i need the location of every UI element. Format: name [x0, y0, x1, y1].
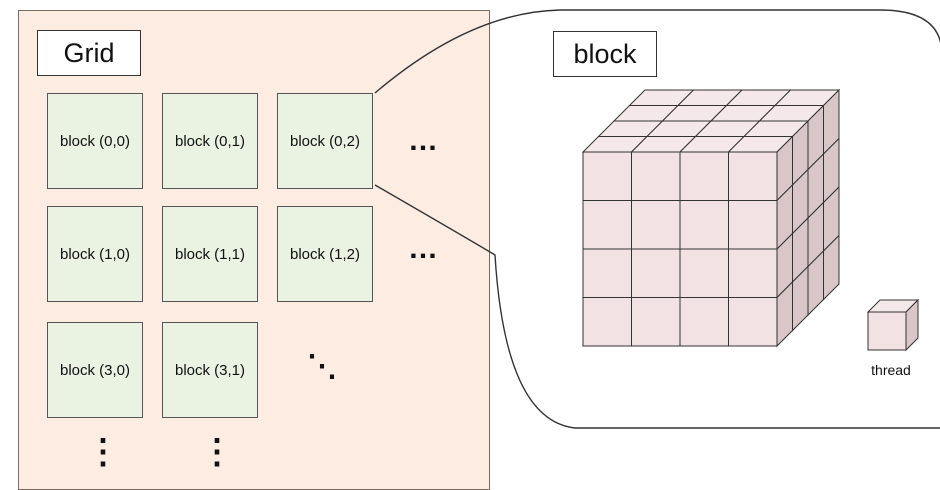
zoom-panel-outline [374, 9, 940, 429]
cube-front-cell [728, 200, 778, 250]
cube-front-cell [631, 297, 681, 347]
block-0-0: block (0,0) [47, 93, 143, 189]
cube-front-cell [679, 200, 729, 250]
thread-cube [581, 88, 841, 348]
col0-vertical-ellipsis: ⋮ [86, 433, 120, 471]
cube-front-cell [582, 151, 632, 201]
block-1-1: block (1,1) [162, 206, 258, 302]
grid-title: Grid [37, 30, 141, 76]
block-3-0: block (3,0) [47, 322, 143, 418]
block-1-2: block (1,2) [277, 206, 373, 302]
thread-label: thread [871, 362, 911, 378]
cube-front-cell [631, 248, 681, 298]
cube-front-cell [582, 200, 632, 250]
block-title: block [553, 31, 657, 77]
cube-front-cell [728, 297, 778, 347]
thread-unit-cube [866, 298, 920, 352]
row0-ellipsis: … [408, 124, 438, 157]
thread-front [867, 311, 907, 351]
cube-front-cell [631, 151, 681, 201]
cube-front-cell [679, 151, 729, 201]
block-0-1: block (0,1) [162, 93, 258, 189]
cube-front-cell [631, 200, 681, 250]
cube-front-cell [728, 248, 778, 298]
cube-front-cell [582, 248, 632, 298]
cube-front-cell [679, 297, 729, 347]
row1-ellipsis: … [408, 232, 438, 265]
block-1-0: block (1,0) [47, 206, 143, 302]
cube-front-cell [728, 151, 778, 201]
block-3-1: block (3,1) [162, 322, 258, 418]
cube-front-cell [679, 248, 729, 298]
block-0-2: block (0,2) [277, 93, 373, 189]
col1-vertical-ellipsis: ⋮ [200, 433, 234, 471]
diagonal-ellipsis: ⋱ [307, 350, 337, 383]
cube-front-cell [582, 297, 632, 347]
